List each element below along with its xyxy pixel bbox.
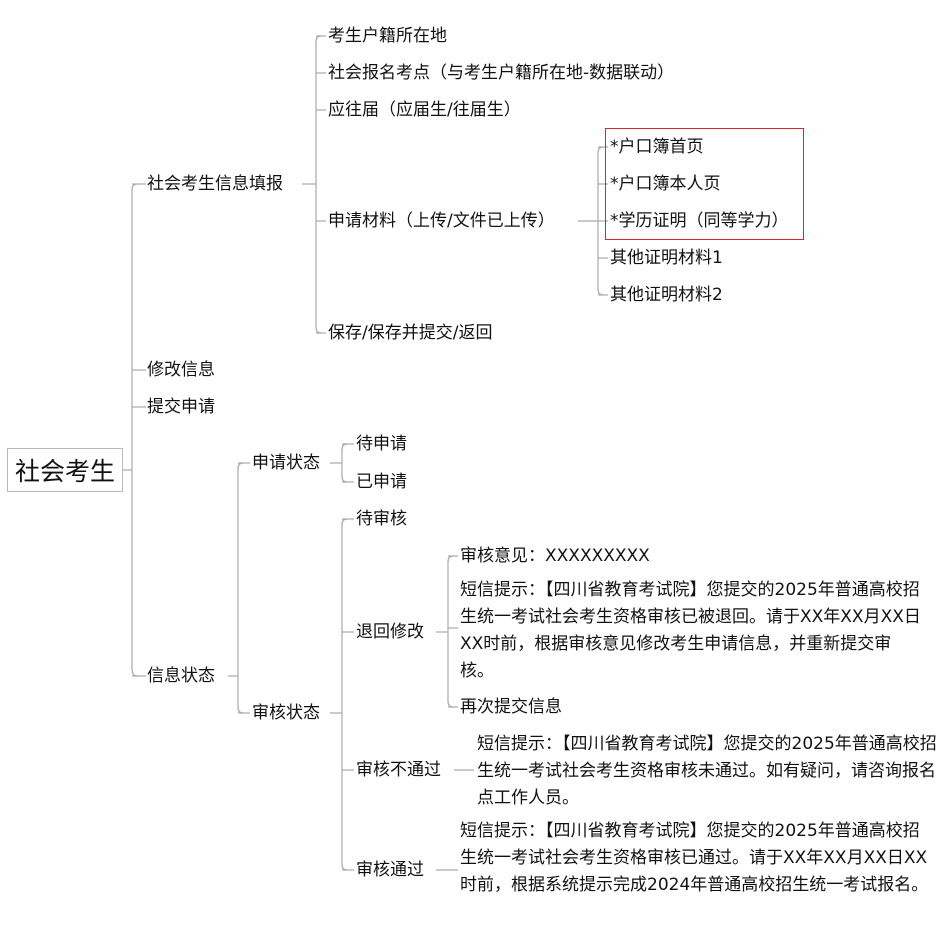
node-info-fill: 社会考生信息填报 <box>147 174 283 194</box>
node-resubmit: 再次提交信息 <box>460 697 562 717</box>
node-domicile: 考生户籍所在地 <box>328 26 447 46</box>
node-review-opinion: 审核意见：XXXXXXXXX <box>460 546 650 566</box>
node-apply-status: 申请状态 <box>252 453 320 473</box>
node-modify-info: 修改信息 <box>147 360 215 380</box>
required-materials-highlight <box>605 128 804 240</box>
sms-returned: 短信提示：【四川省教育考试院】您提交的2025年普通高校招生统一考试社会考生资格… <box>460 580 921 681</box>
node-pending-review: 待审核 <box>356 509 407 529</box>
node-save: 保存/保存并提交/返回 <box>328 323 493 343</box>
root-node: 社会考生 <box>7 448 123 492</box>
sms-approved: 短信提示：【四川省教育考试院】您提交的2025年普通高校招生统一考试社会考生资格… <box>460 821 929 895</box>
node-graduation: 应往届（应届生/往届生） <box>328 100 521 120</box>
material-item: 其他证明材料1 <box>610 248 723 268</box>
node-pending-apply: 待申请 <box>356 434 407 454</box>
node-rejected: 审核不通过 <box>356 760 441 780</box>
sms-rejected: 短信提示：【四川省教育考试院】您提交的2025年普通高校招生统一考试社会考生资格… <box>477 734 937 808</box>
material-item: *户口簿首页 <box>610 137 704 157</box>
material-item: *学历证明（同等学力） <box>610 211 789 231</box>
node-info-status: 信息状态 <box>147 666 215 686</box>
material-item: 其他证明材料2 <box>610 285 723 305</box>
node-exam-site: 社会报名考点（与考生户籍所在地-数据联动） <box>328 63 675 83</box>
node-returned: 退回修改 <box>356 622 424 642</box>
node-approved: 审核通过 <box>356 860 424 880</box>
node-applied: 已申请 <box>356 472 407 492</box>
node-review-status: 审核状态 <box>252 703 320 723</box>
node-materials: 申请材料（上传/文件已上传） <box>328 211 555 231</box>
material-item: *户口簿本人页 <box>610 174 721 194</box>
node-submit-application: 提交申请 <box>147 397 215 417</box>
